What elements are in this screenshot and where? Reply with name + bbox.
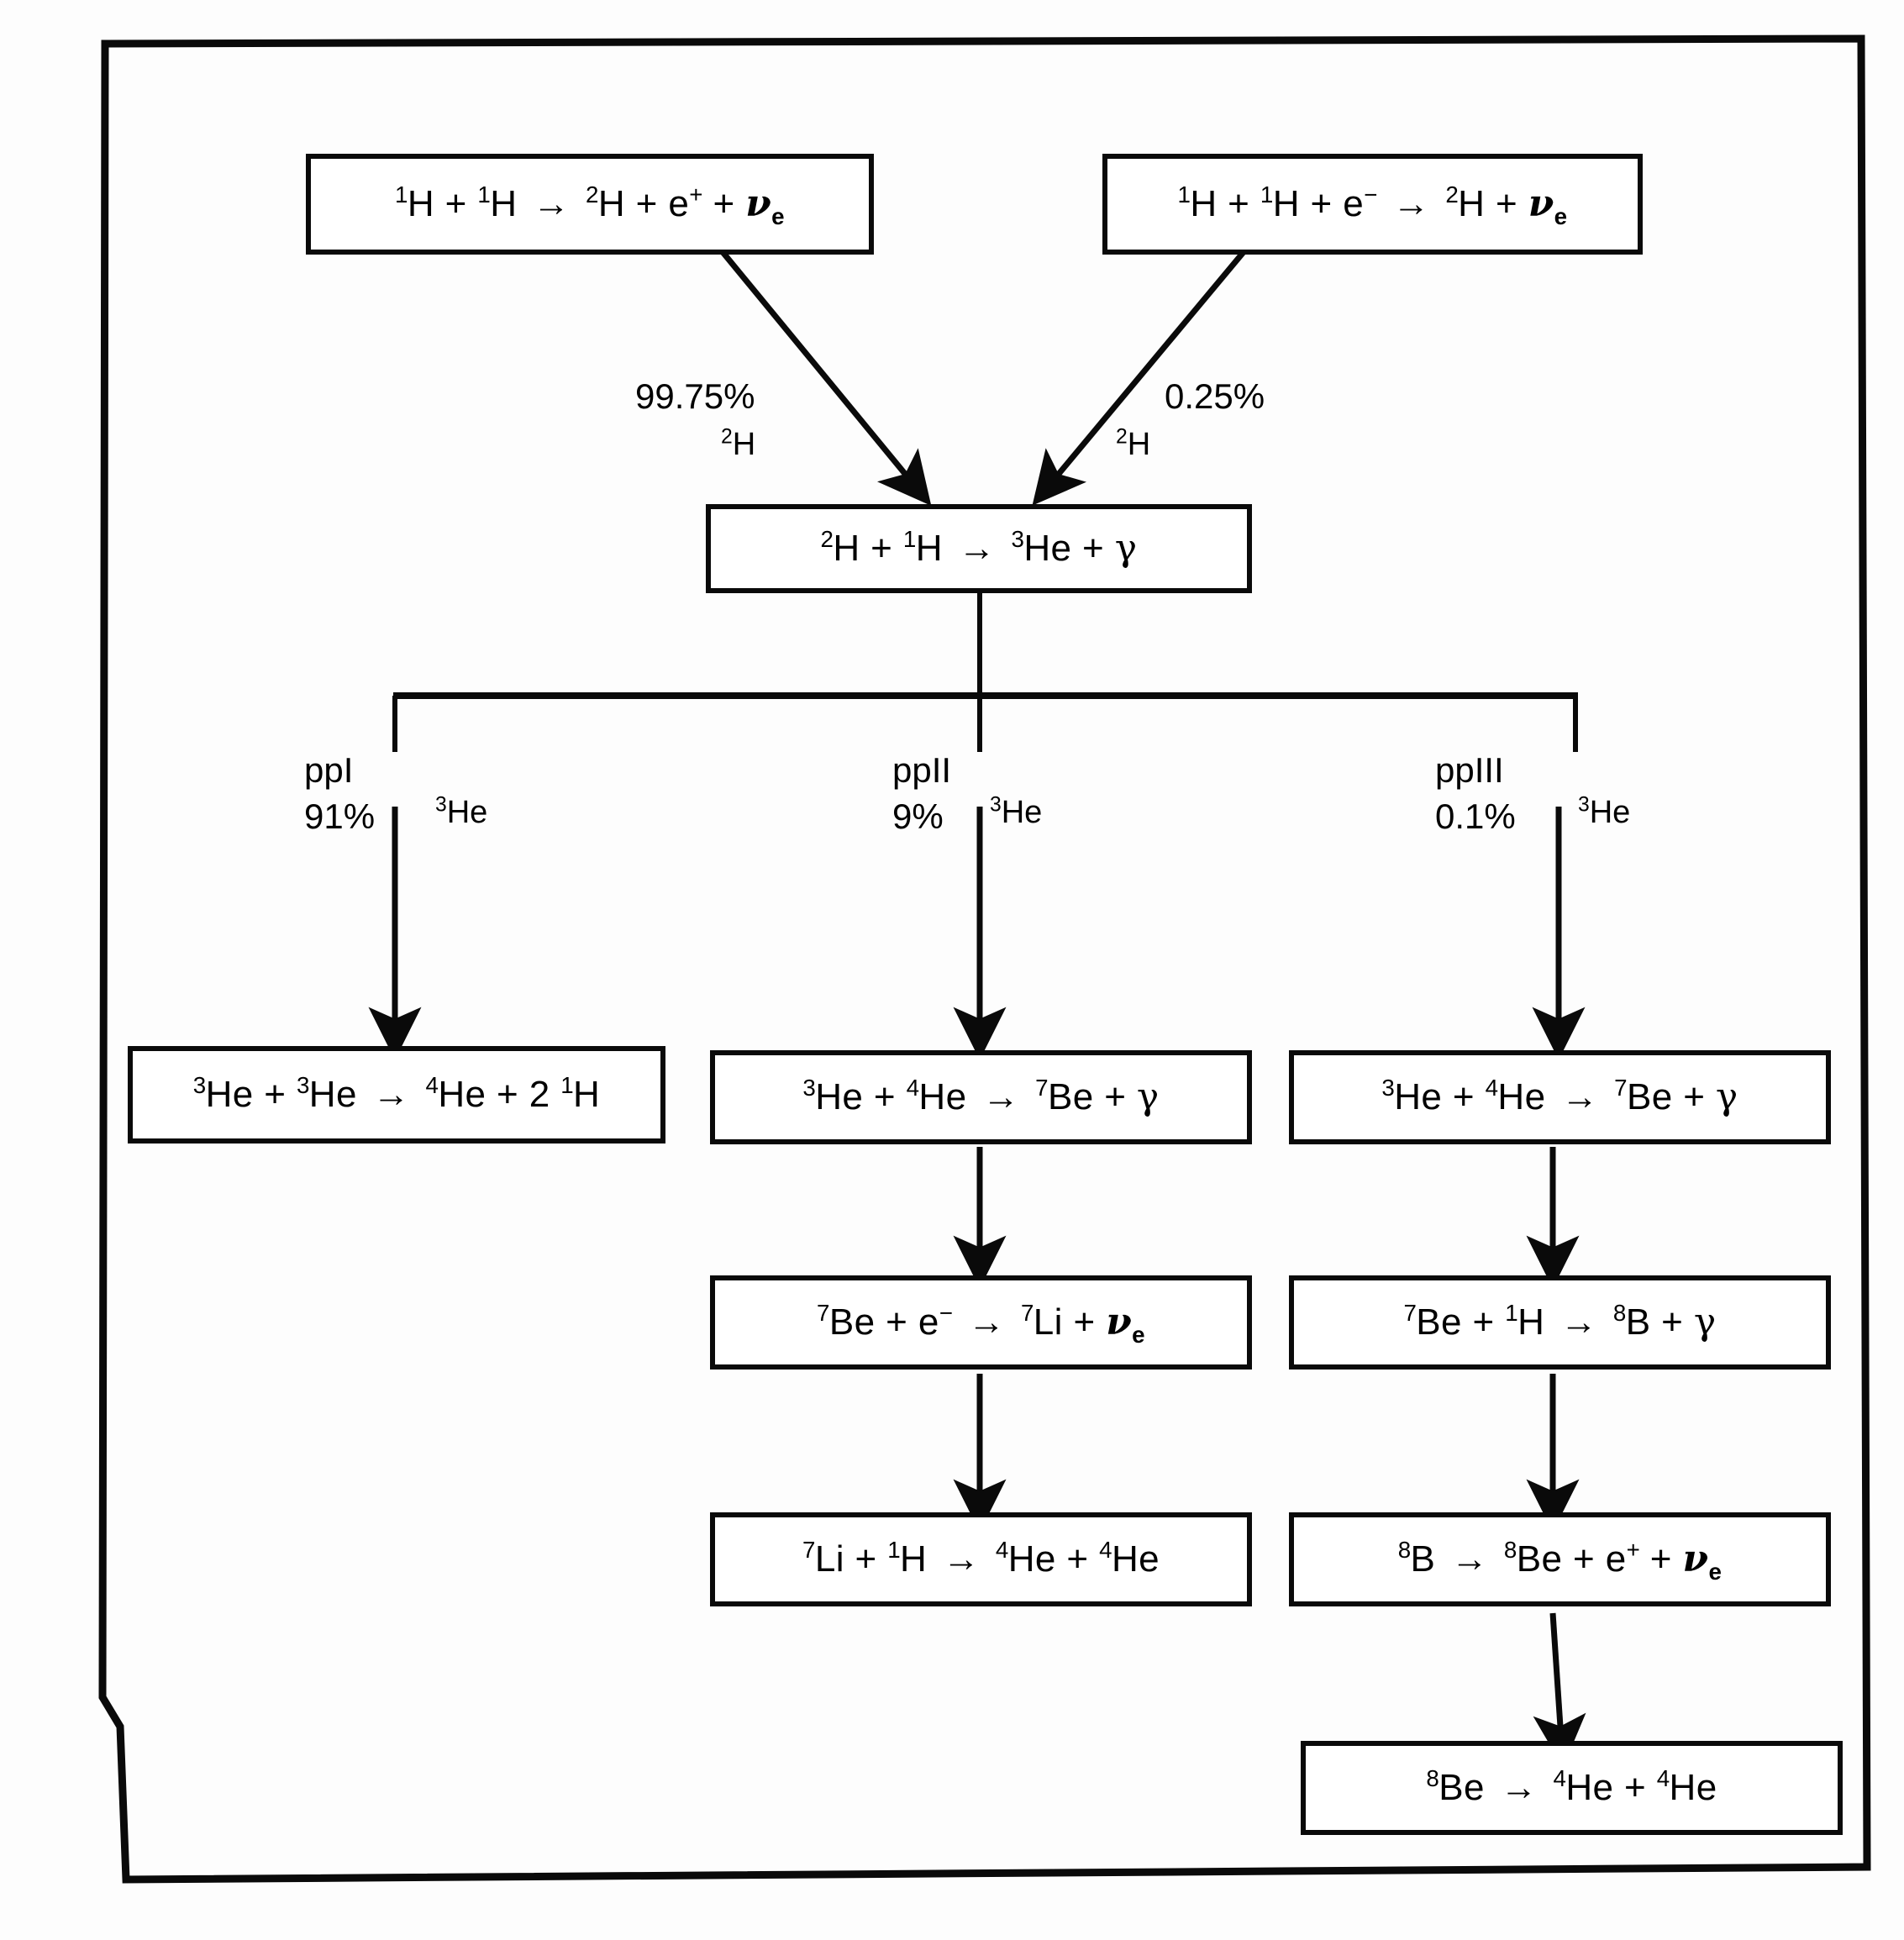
reaction-box-ppIII-step-2: 7Be + 1H → 8B + γ bbox=[1289, 1275, 1831, 1370]
branch-percent-ppIII: 0.1% bbox=[1435, 797, 1516, 836]
reaction-box-ppII-step-2: 7Be + e− → 7Li + νe bbox=[710, 1275, 1252, 1370]
label-pp-fraction-species: 2H bbox=[721, 425, 756, 462]
wire-ppIII-3-to-4 bbox=[1533, 1612, 1586, 1768]
equation-ppII-step-1: 3He + 4He → 7Be + γ bbox=[802, 1075, 1160, 1118]
equation-ppIII-step-1: 3He + 4He → 7Be + γ bbox=[1381, 1075, 1738, 1118]
branch-label-ppI: ppI bbox=[304, 750, 354, 790]
branch-label-ppIII: ppIII bbox=[1435, 750, 1504, 790]
reaction-box-ppII-step-1: 3He + 4He → 7Be + γ bbox=[710, 1050, 1252, 1144]
equation-ppIII-step-2: 7Be + 1H → 8B + γ bbox=[1403, 1300, 1717, 1343]
equation-pep: 1H + 1H + e− → 2H + νe bbox=[1177, 181, 1568, 229]
label-pep-fraction: 0.25% bbox=[1165, 376, 1265, 416]
equation-ppII-step-3: 7Li + 1H → 4He + 4He bbox=[802, 1537, 1160, 1580]
reaction-box-ppIII-step-4: 8Be → 4He + 4He bbox=[1301, 1741, 1843, 1835]
branch-species-ppIII: 3He bbox=[1578, 793, 1631, 830]
reaction-box-ppIII-step-1: 3He + 4He → 7Be + γ bbox=[1289, 1050, 1831, 1144]
equation-ppIII-step-4: 8Be → 4He + 4He bbox=[1426, 1765, 1717, 1808]
reaction-box-deuterium-burning: 2H + 1H → 3He + γ bbox=[706, 504, 1252, 593]
reaction-box-ppI-step-1: 3He + 3He → 4He + 2 1H bbox=[128, 1046, 665, 1143]
reaction-box-ppIII-step-3: 8B → 8Be + e+ + νe bbox=[1289, 1512, 1831, 1606]
branch-label-ppII: ppII bbox=[892, 750, 952, 790]
branch-species-ppI: 3He bbox=[435, 793, 488, 830]
label-pep-fraction-species: 2H bbox=[1116, 425, 1151, 462]
label-pp-fraction: 99.75% bbox=[635, 376, 755, 416]
branch-percent-ppI: 91% bbox=[304, 797, 376, 836]
equation-ppII-step-2: 7Be + e− → 7Li + νe bbox=[817, 1300, 1145, 1348]
reaction-box-pep: 1H + 1H + e− → 2H + νe bbox=[1102, 154, 1643, 255]
wire-pep-to-dburn bbox=[1032, 250, 1246, 506]
equation-ppI-step-1: 3He + 3He → 4He + 2 1H bbox=[192, 1072, 601, 1115]
equation-deuterium-burning: 2H + 1H → 3He + γ bbox=[820, 526, 1138, 570]
reaction-box-ppII-step-3: 7Li + 1H → 4He + 4He bbox=[710, 1512, 1252, 1606]
reaction-box-pp: 1H + 1H → 2H + e+ + νe bbox=[306, 154, 874, 255]
equation-ppIII-step-3: 8B → 8Be + e+ + νe bbox=[1397, 1537, 1723, 1585]
branch-percent-ppII: 9% bbox=[892, 797, 944, 836]
wire-pp-to-dburn bbox=[720, 250, 932, 506]
branch-species-ppII: 3He bbox=[990, 793, 1043, 830]
equation-pp: 1H + 1H → 2H + e+ + νe bbox=[395, 181, 785, 229]
